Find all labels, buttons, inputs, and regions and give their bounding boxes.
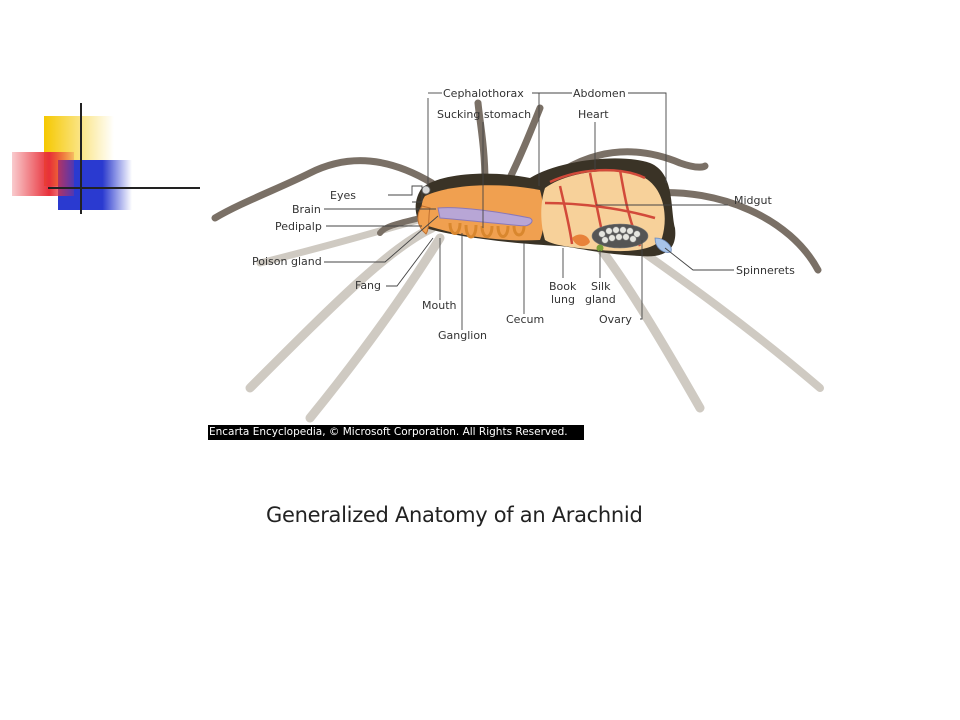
label-sucking-stomach: Sucking stomach — [437, 108, 531, 121]
label-brain: Brain — [292, 203, 321, 216]
copyright-credit: Encarta Encyclopedia, © Microsoft Corpor… — [208, 425, 584, 440]
sucking-stomach-organ — [437, 207, 533, 227]
label-book-lung-line1: Book — [549, 280, 577, 293]
label-poison-gland: Poison gland — [252, 255, 322, 268]
label-book-lung-line2: lung — [551, 293, 575, 306]
label-pedipalp: Pedipalp — [275, 220, 322, 233]
label-heart: Heart — [578, 108, 609, 121]
fang-organ — [417, 205, 431, 235]
label-spinnerets: Spinnerets — [736, 264, 795, 277]
label-abdomen: Abdomen — [573, 87, 626, 100]
eyes-organ — [421, 185, 431, 195]
label-silk-gland-line2: gland — [585, 293, 616, 306]
label-midgut: Midgut — [734, 194, 772, 207]
label-fang: Fang — [355, 279, 381, 292]
diagram-labels: Cephalothorax Abdomen Sucking stomach He… — [252, 87, 795, 342]
label-ganglion: Ganglion — [438, 329, 487, 342]
corner-decoration — [12, 103, 200, 214]
arachnid-anatomy-diagram: Cephalothorax Abdomen Sucking stomach He… — [211, 87, 824, 423]
leader-lines — [324, 92, 734, 330]
label-cecum: Cecum — [506, 313, 544, 326]
label-ovary: Ovary — [599, 313, 632, 326]
spinnerets-organ — [654, 237, 672, 253]
deco-red-square — [12, 152, 74, 196]
label-eyes: Eyes — [330, 189, 356, 202]
label-cephalothorax: Cephalothorax — [443, 87, 524, 100]
label-mouth: Mouth — [422, 299, 457, 312]
label-silk-gland-line1: Silk — [591, 280, 611, 293]
silk-gland-organ — [596, 244, 604, 252]
ovary-cluster — [591, 223, 649, 249]
spider-illustration — [211, 99, 824, 423]
book-lung-organ — [572, 234, 590, 247]
slide-caption: Generalized Anatomy of an Arachnid — [266, 503, 643, 527]
